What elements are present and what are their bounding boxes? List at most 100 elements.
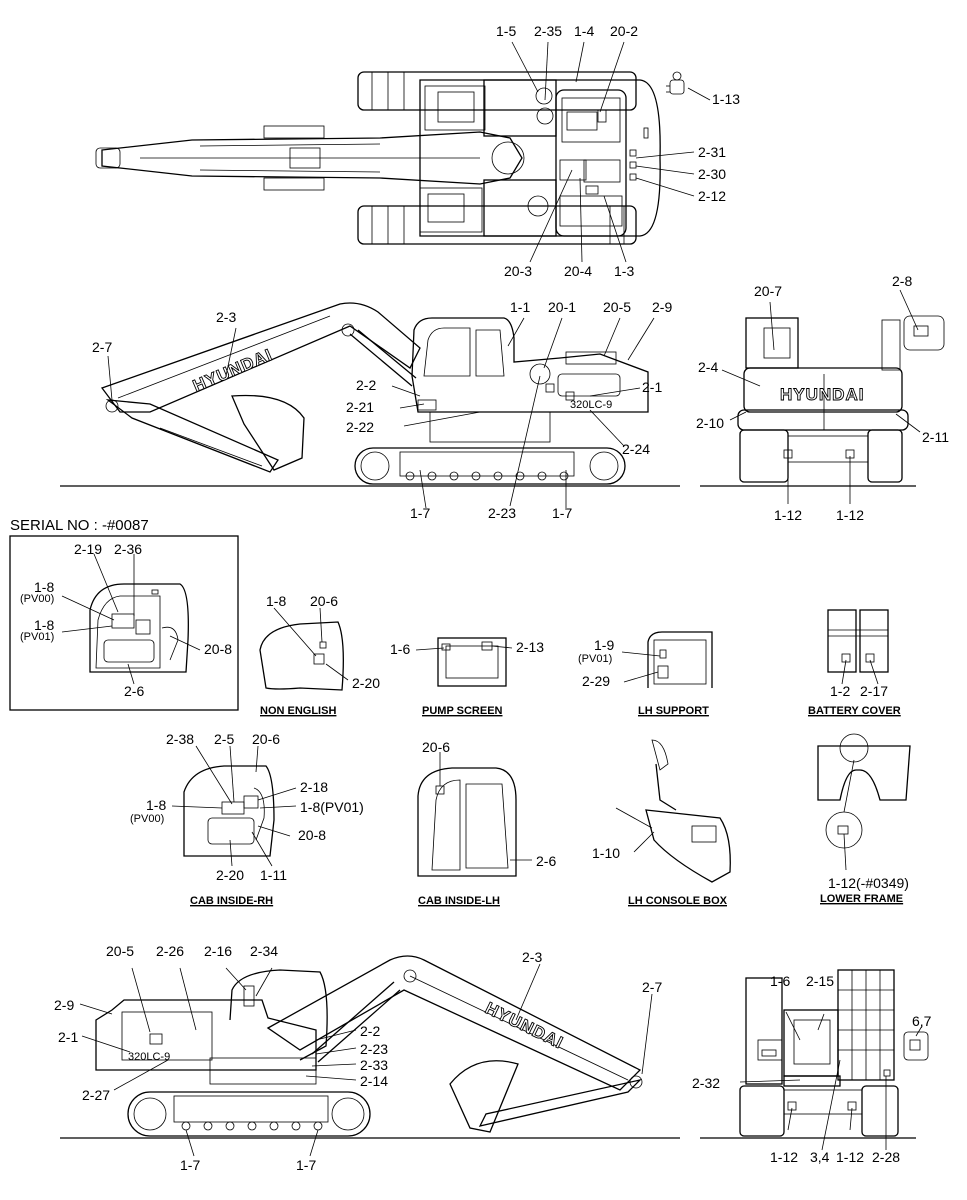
lower-frame-detail: [817, 733, 911, 871]
callout-side-4: 2-3: [216, 309, 236, 325]
caption-non-english: NON ENGLISH: [260, 705, 336, 717]
callout-top-2: 1-4: [574, 23, 594, 39]
callout-front-7: 2-28: [872, 1149, 900, 1165]
callout-bottom-side-14: 1-7: [296, 1157, 316, 1173]
cab-inside-rh-detail: [171, 745, 297, 867]
callout-pump-1: 2-13: [516, 639, 544, 655]
callout-front-3: 2-32: [692, 1075, 720, 1091]
callout-side-13: 1-7: [552, 505, 572, 521]
caption-battery-cover: BATTERY COVER: [808, 705, 901, 717]
callout-cab-rh-8: 2-20: [216, 867, 244, 883]
callout-side-5: 2-7: [92, 339, 112, 355]
top-view: [95, 41, 711, 263]
front-view: [700, 969, 929, 1151]
callout-bottom-side-2: 2-16: [204, 943, 232, 959]
lh-support-detail: [621, 631, 713, 688]
callout-lower-frame-0: 1-12(-#0349): [828, 875, 909, 891]
callout-serial-box-5: (PV01): [20, 631, 54, 643]
cab-inside-lh-detail: [417, 752, 532, 877]
caption-cab-inside-lh: CAB INSIDE-LH: [418, 895, 500, 907]
callout-front-6: 1-12: [836, 1149, 864, 1165]
rh-model-badge: 320LC-9: [128, 1051, 170, 1063]
callout-front-5: 3,4: [810, 1149, 830, 1165]
callout-side-6: 2-2: [356, 377, 376, 393]
callout-bottom-side-4: 2-3: [522, 949, 542, 965]
callout-top-6: 2-30: [698, 166, 726, 182]
caption-lh-support: LH SUPPORT: [638, 705, 709, 717]
callout-bottom-side-7: 2-1: [58, 1029, 78, 1045]
callout-rear-6: 1-12: [836, 507, 864, 523]
callout-side-9: 2-1: [642, 379, 662, 395]
callout-serial-box-7: 2-6: [124, 683, 144, 699]
callout-rear-5: 1-12: [774, 507, 802, 523]
callout-cab-rh-0: 2-38: [166, 731, 194, 747]
pump-screen-detail: [415, 637, 513, 687]
callout-top-8: 20-3: [504, 263, 532, 279]
callout-side-0: 1-1: [510, 299, 530, 315]
callout-top-9: 20-4: [564, 263, 592, 279]
rear-view: HYUNDAI: [700, 289, 945, 504]
callout-lh-support-0: 1-9: [594, 637, 614, 653]
callout-front-2: 6,7: [912, 1013, 932, 1029]
callout-cab-rh-5: (PV00): [130, 813, 164, 825]
callout-bottom-side-1: 2-26: [156, 943, 184, 959]
callout-top-10: 1-3: [614, 263, 634, 279]
callout-non-english-2: 2-20: [352, 675, 380, 691]
callout-side-1: 20-1: [548, 299, 576, 315]
callout-non-english-0: 1-8: [266, 593, 286, 609]
callout-bottom-side-9: 2-23: [360, 1041, 388, 1057]
callout-serial-box-1: 2-36: [114, 541, 142, 557]
callout-serial-box-3: (PV00): [20, 593, 54, 605]
callout-side-10: 2-24: [622, 441, 650, 457]
callout-cab-rh-7: 20-8: [298, 827, 326, 843]
callout-cab-rh-4: 1-8: [146, 797, 166, 813]
caption-cab-inside-rh: CAB INSIDE-RH: [190, 895, 273, 907]
callout-bottom-side-11: 2-14: [360, 1073, 388, 1089]
callout-battery-1: 2-17: [860, 683, 888, 699]
callout-bottom-side-3: 2-34: [250, 943, 278, 959]
callout-front-4: 1-12: [770, 1149, 798, 1165]
callout-pump-0: 1-6: [390, 641, 410, 657]
callout-bottom-side-10: 2-33: [360, 1057, 388, 1073]
callout-serial-box-4: 1-8: [34, 617, 54, 633]
callout-bottom-side-12: 2-27: [82, 1087, 110, 1103]
callout-bottom-side-0: 20-5: [106, 943, 134, 959]
callout-side-12: 2-23: [488, 505, 516, 521]
callout-bottom-side-13: 1-7: [180, 1157, 200, 1173]
serial-box: SERIAL NO : -#0087: [9, 517, 239, 711]
callout-rear-2: 2-4: [698, 359, 718, 375]
callout-cab-rh-6: 1-8(PV01): [300, 799, 364, 815]
callout-front-1: 2-15: [806, 973, 834, 989]
callout-cab-rh-3: 2-18: [300, 779, 328, 795]
callout-top-0: 1-5: [496, 23, 516, 39]
rear-brand-label: HYUNDAI: [780, 385, 864, 404]
caption-pump-screen: PUMP SCREEN: [422, 705, 503, 717]
callout-top-7: 2-12: [698, 188, 726, 204]
callout-rear-4: 2-11: [922, 429, 949, 445]
callout-side-8: 2-22: [346, 419, 374, 435]
callout-cab-lh-0: 20-6: [422, 739, 450, 755]
battery-cover-detail: [827, 609, 889, 685]
callout-battery-0: 1-2: [830, 683, 850, 699]
callout-front-0: 1-6: [770, 973, 790, 989]
callout-top-5: 2-31: [698, 144, 726, 160]
callout-rear-3: 2-10: [696, 415, 724, 431]
callout-side-11: 1-7: [410, 505, 430, 521]
callout-top-1: 2-35: [534, 23, 562, 39]
callout-top-4: 1-13: [712, 91, 740, 107]
callout-console-0: 1-10: [592, 845, 620, 861]
callout-rear-1: 2-8: [892, 273, 912, 289]
callout-bottom-side-8: 2-2: [360, 1023, 380, 1039]
callout-lh-support-1: (PV01): [578, 653, 612, 665]
caption-lower-frame: LOWER FRAME: [820, 893, 903, 905]
callout-serial-box-6: 20-8: [204, 641, 232, 657]
callout-cab-rh-1: 2-5: [214, 731, 234, 747]
callout-lh-support-2: 2-29: [582, 673, 610, 689]
side-model-badge: 320LC-9: [570, 399, 612, 411]
callout-side-3: 2-9: [652, 299, 672, 315]
caption-lh-console-box: LH CONSOLE BOX: [628, 895, 728, 907]
callout-bottom-side-6: 2-9: [54, 997, 74, 1013]
callout-side-7: 2-21: [346, 399, 374, 415]
callout-side-2: 20-5: [603, 299, 631, 315]
